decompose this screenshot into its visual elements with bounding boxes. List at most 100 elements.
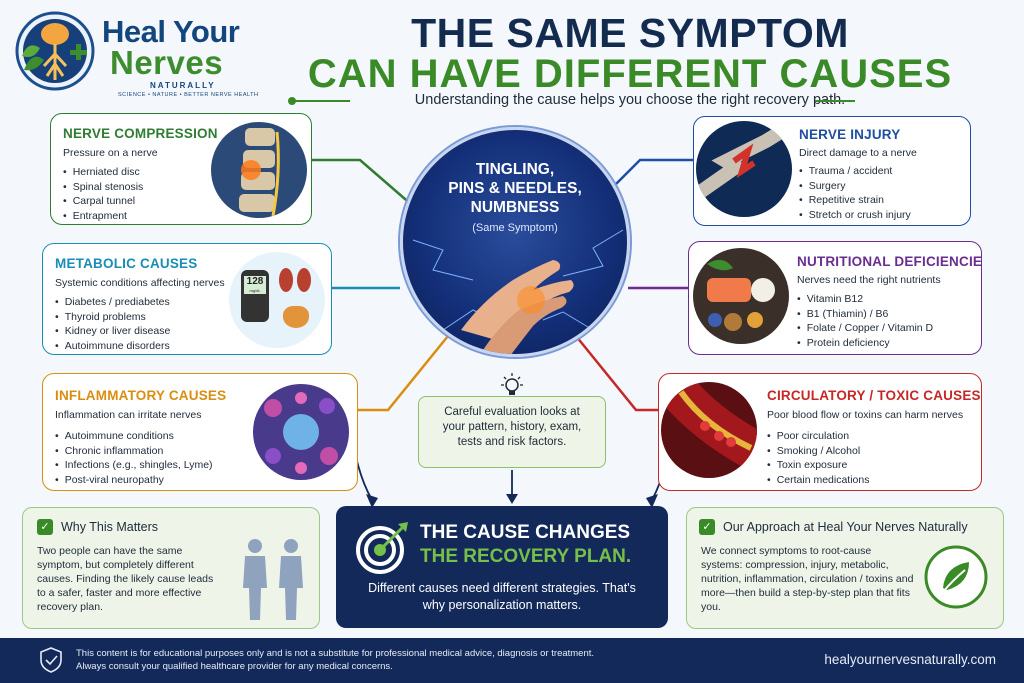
- list-item: Smoking / Alcohol: [767, 444, 869, 459]
- list-item: Protein deficiency: [797, 336, 933, 351]
- symptom-circle: TINGLING, PINS & NEEDLES, NUMBNESS (Same…: [400, 127, 630, 357]
- list-item: Infections (e.g., shingles, Lyme): [55, 458, 213, 473]
- divider-left: [294, 100, 350, 102]
- card-text: Two people can have the same symptom, bu…: [37, 545, 214, 613]
- list-item: Thyroid problems: [55, 310, 170, 325]
- evaluation-line1: Careful evaluation looks at: [444, 406, 580, 418]
- shield-icon: [40, 647, 62, 673]
- logo-title-nerves: Nerves: [110, 44, 224, 81]
- list-item: Autoimmune conditions: [55, 429, 213, 444]
- leaf-icon: [924, 545, 988, 609]
- check-icon: ✓: [699, 519, 715, 535]
- list-item: Chronic inflammation: [55, 444, 213, 459]
- card-list: Autoimmune conditions Chronic inflammati…: [55, 429, 213, 487]
- food-nutrients-icon: [693, 248, 789, 344]
- card-metabolic-causes: METABOLIC CAUSES Systemic conditions aff…: [42, 243, 332, 355]
- spine-icon: [211, 122, 307, 218]
- symptom-sub: (Same Symptom): [472, 222, 558, 234]
- list-item: B1 (Thiamin) / B6: [797, 307, 933, 322]
- blood-vessel-icon: [661, 382, 757, 478]
- card-title: Why This Matters: [61, 520, 159, 534]
- card-title: INFLAMMATORY CAUSES: [55, 388, 227, 403]
- list-item: Kidney or liver disease: [55, 324, 171, 339]
- people-silhouette-icon: [243, 539, 303, 620]
- website-link[interactable]: healyournervesnaturally.com: [824, 652, 996, 667]
- list-item: Carpal tunnel: [63, 194, 143, 209]
- card-desc: Direct damage to a nerve: [799, 147, 917, 159]
- list-item: Repetitive strain: [799, 193, 911, 208]
- disclaimer-line2: Always consult your qualified healthcare…: [76, 661, 393, 672]
- symptom-line3: NUMBNESS: [470, 199, 560, 216]
- card-nerve-injury: NERVE INJURY Direct damage to a nerve Tr…: [693, 116, 971, 226]
- card-nutritional-deficiencies: NUTRITIONAL DEFICIENCIES Nerves need the…: [688, 241, 982, 355]
- list-item: Post-viral neuropathy: [55, 473, 213, 488]
- list-item: Toxin exposure: [767, 458, 869, 473]
- card-circulatory-toxic-causes: CIRCULATORY / TOXIC CAUSES Poor blood fl…: [658, 373, 982, 491]
- check-icon: ✓: [37, 519, 53, 535]
- card-desc: Systemic conditions affecting nerves: [55, 277, 225, 289]
- list-item: Surgery: [799, 179, 911, 194]
- recovery-plan-box: THE CAUSE CHANGES THE RECOVERY PLAN. Dif…: [336, 506, 668, 628]
- evaluation-line3: tests and risk factors.: [457, 436, 567, 448]
- meter-reading: 128: [244, 276, 266, 294]
- logo-title: Heal Your: [102, 14, 240, 49]
- page-title-line2: CAN HAVE DIFFERENT CAUSES: [307, 52, 953, 96]
- list-item: Certain medications: [767, 473, 870, 488]
- logo: Heal Your Nerves NATURALLY SCIENCE • NAT…: [14, 8, 258, 98]
- list-item: Spinal stenosis: [63, 180, 144, 195]
- logo-subtitle: NATURALLY: [150, 81, 216, 90]
- glucose-meter-icon: 128 mg/dL: [229, 252, 325, 348]
- plan-heading-line1: THE CAUSE CHANGES: [420, 522, 631, 543]
- card-desc: Poor blood flow or toxins can harm nerve…: [767, 409, 964, 421]
- lightbulb-icon: [501, 373, 523, 395]
- plan-text: Different causes need different strategi…: [368, 581, 636, 612]
- symptom-line1: TINGLING,: [475, 161, 555, 178]
- page-title-line1: THE SAME SYMPTOM: [411, 10, 849, 56]
- evaluation-box: Careful evaluation looks at your pattern…: [418, 396, 606, 468]
- list-item: Stretch or crush injury: [799, 208, 911, 223]
- card-list: Poor circulation Smoking / Alcohol Toxin…: [767, 429, 870, 488]
- meter-unit: mg/dL: [249, 288, 261, 293]
- card-list: Diabetes / prediabetes Thyroid problems …: [55, 295, 171, 354]
- card-title: NERVE INJURY: [799, 127, 901, 142]
- list-item: Entrapment: [63, 209, 143, 224]
- card-our-approach: ✓ Our Approach at Heal Your Nerves Natur…: [686, 507, 1004, 629]
- footer: This content is for educational purposes…: [0, 638, 1024, 683]
- list-item: Diabetes / prediabetes: [55, 295, 170, 310]
- page-subtitle: Understanding the cause helps you choose…: [414, 92, 846, 108]
- brain-nerve-logo-icon: [15, 11, 95, 91]
- card-desc: Pressure on a nerve: [63, 147, 158, 159]
- list-item: Autoimmune disorders: [55, 339, 170, 354]
- card-desc: Nerves need the right nutrients: [797, 274, 941, 286]
- target-icon: [356, 522, 408, 574]
- list-item: Herniated disc: [63, 165, 143, 180]
- nerve-lightning-icon: [412, 229, 624, 354]
- immune-cells-icon: [253, 384, 349, 480]
- divider-dot: [288, 97, 296, 105]
- card-why-this-matters: ✓ Why This Matters Two people can have t…: [22, 507, 320, 629]
- card-list: Trauma / accident Surgery Repetitive str…: [799, 164, 911, 222]
- card-title: CIRCULATORY / TOXIC CAUSES: [767, 388, 981, 403]
- evaluation-line2: your pattern, history, exam,: [442, 421, 582, 433]
- card-nerve-compression: NERVE COMPRESSION Pressure on a nerve He…: [50, 113, 312, 225]
- symptom-line2: PINS & NEEDLES,: [448, 180, 582, 197]
- list-item: Poor circulation: [767, 429, 869, 444]
- nerve-injury-icon: [696, 121, 792, 217]
- list-item: Trauma / accident: [799, 164, 911, 179]
- card-inflammatory-causes: INFLAMMATORY CAUSES Inflammation can irr…: [42, 373, 358, 491]
- card-list: Herniated disc Spinal stenosis Carpal tu…: [63, 165, 144, 224]
- card-list: Vitamin B12 B1 (Thiamin) / B6 Folate / C…: [797, 292, 933, 350]
- divider-right: [815, 100, 855, 102]
- disclaimer-line1: This content is for educational purposes…: [76, 648, 595, 659]
- list-item: Folate / Copper / Vitamin D: [797, 321, 933, 336]
- card-title: Our Approach at Heal Your Nerves Natural…: [723, 520, 968, 534]
- card-title: NUTRITIONAL DEFICIENCIES: [797, 254, 982, 269]
- card-text: We connect symptoms to root-cause system…: [701, 545, 914, 613]
- card-title: NERVE COMPRESSION: [63, 126, 218, 141]
- card-desc: Inflammation can irritate nerves: [55, 409, 202, 421]
- list-item: Vitamin B12: [797, 292, 933, 307]
- logo-tagline: SCIENCE • NATURE • BETTER NERVE HEALTH: [118, 92, 259, 98]
- card-title: METABOLIC CAUSES: [55, 256, 198, 271]
- disclaimer: This content is for educational purposes…: [76, 647, 594, 673]
- plan-heading-line2: THE RECOVERY PLAN.: [420, 546, 632, 567]
